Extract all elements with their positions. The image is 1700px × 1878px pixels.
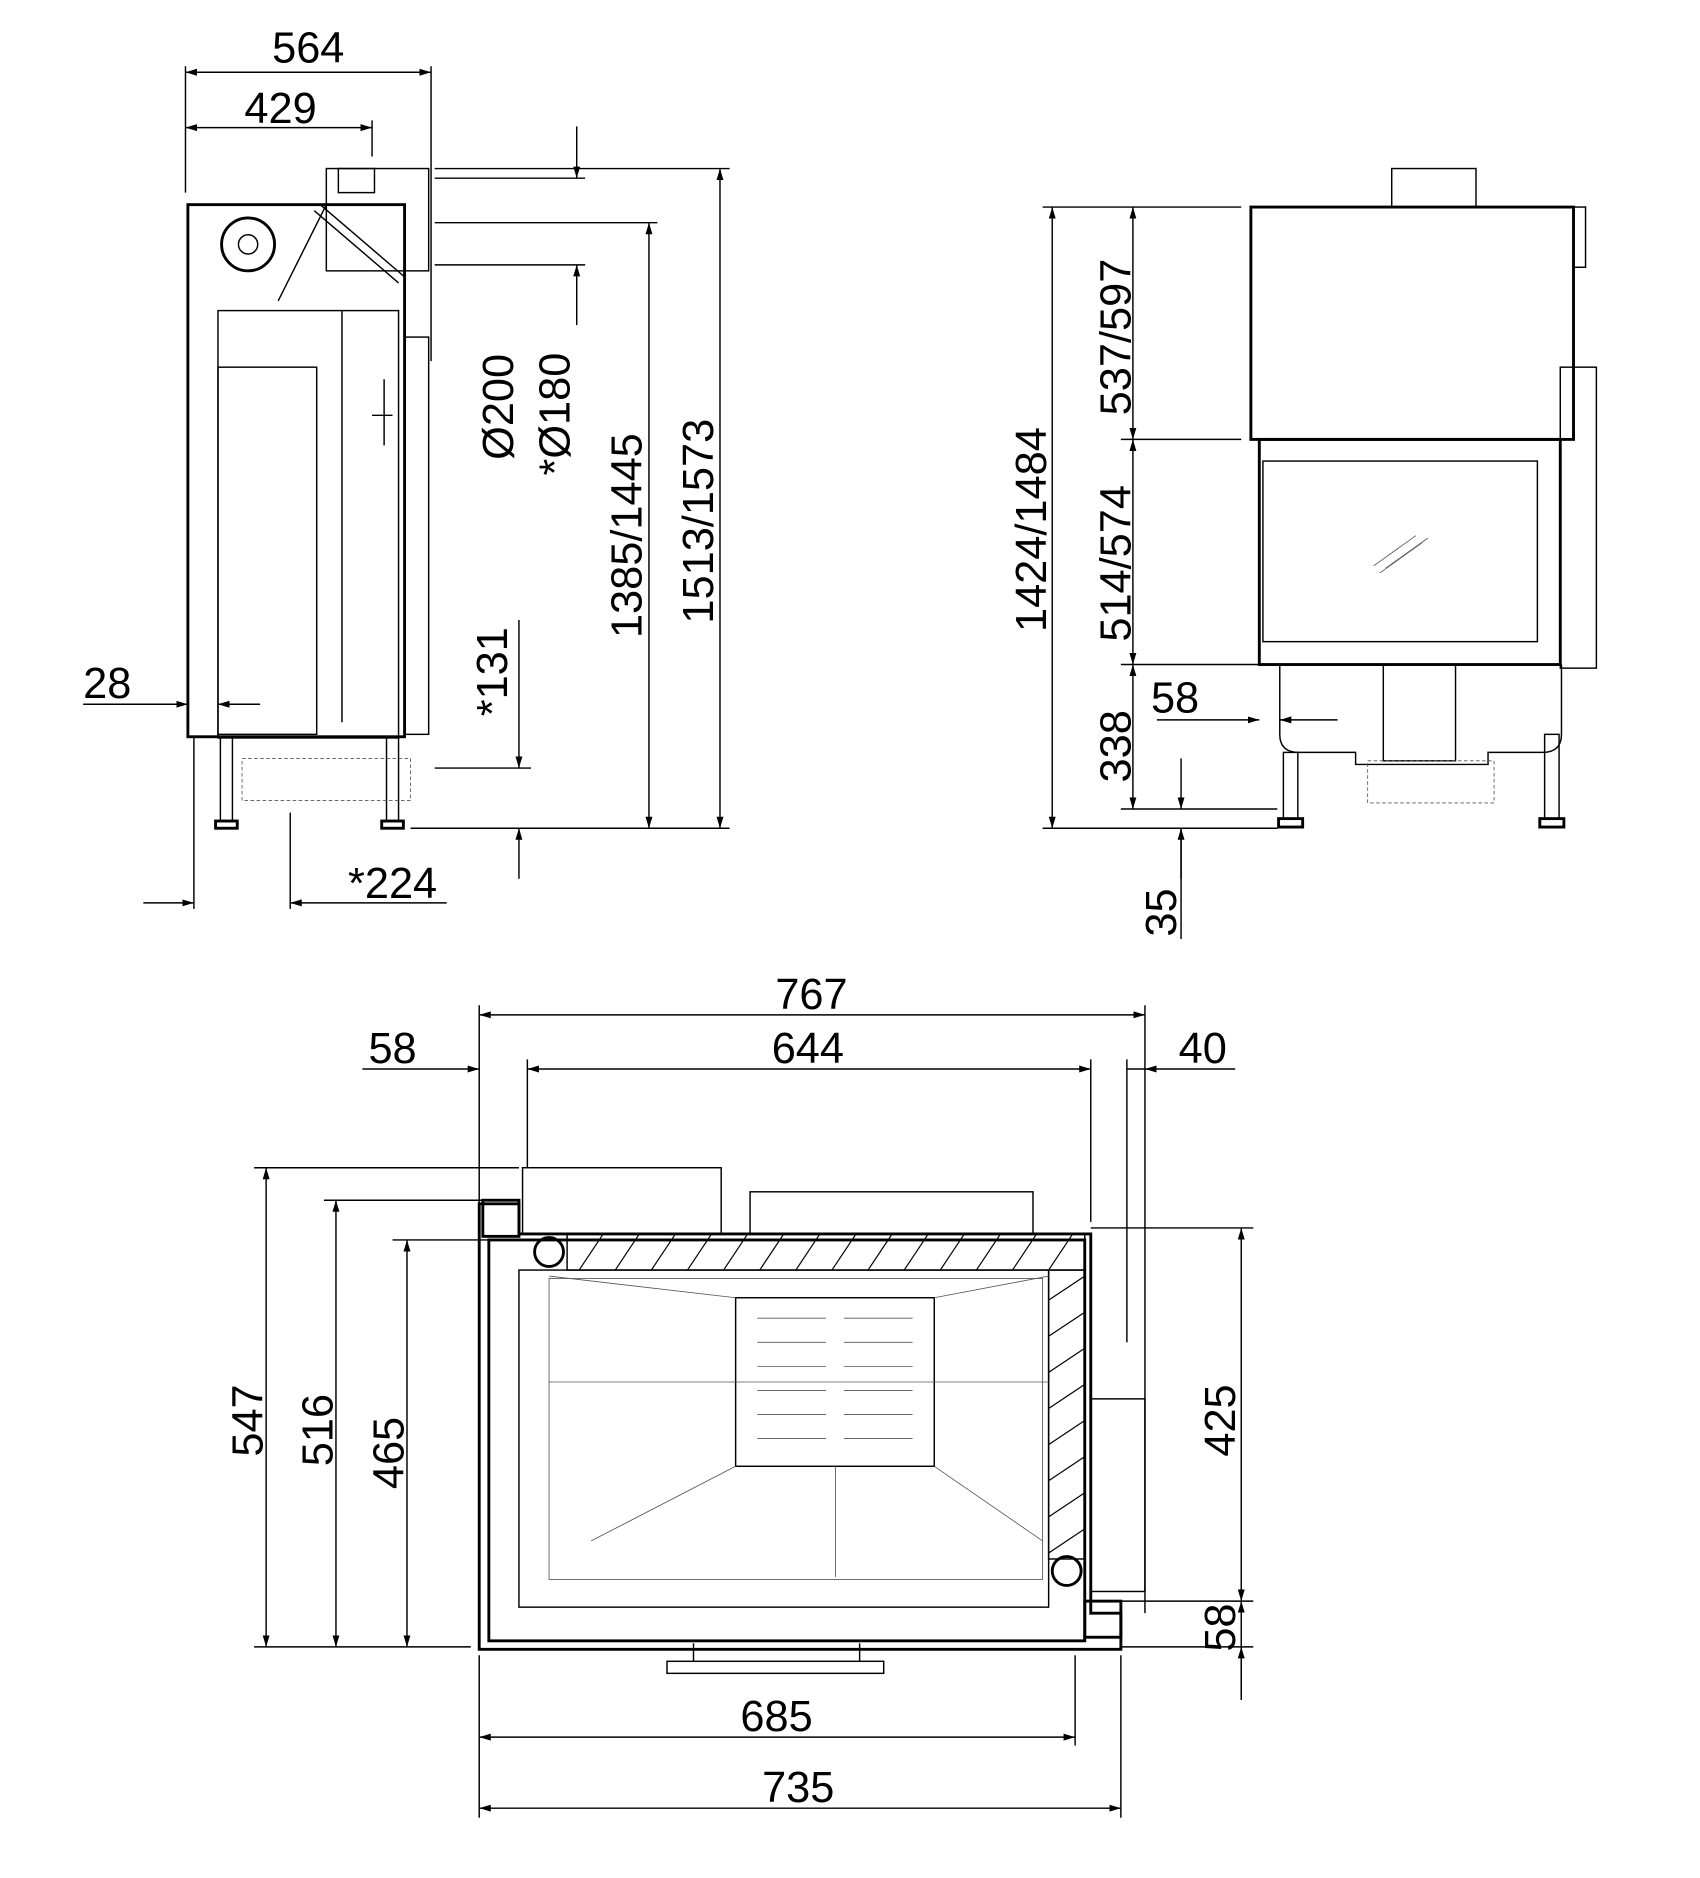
front-view: 1424/1484 537/597 514/574 338 35 58 xyxy=(1008,167,1598,939)
dim-465: 465 xyxy=(365,1417,413,1489)
dim-537-597: 537/597 xyxy=(1092,259,1140,416)
dim-425: 425 xyxy=(1197,1384,1245,1456)
dim-735: 735 xyxy=(762,1764,834,1812)
top-view: 767 644 58 40 xyxy=(225,971,1254,1818)
dim-338: 338 xyxy=(1092,710,1140,782)
hatch-side xyxy=(1048,1275,1086,1554)
hatch-back xyxy=(578,1233,1074,1271)
side-body xyxy=(186,203,407,739)
dim-514-574: 514/574 xyxy=(1092,485,1140,642)
dim-28: 28 xyxy=(83,660,131,708)
dim-58-top-left: 58 xyxy=(368,1025,416,1073)
dim-1513-1573: 1513/1573 xyxy=(675,419,723,624)
dim-516: 516 xyxy=(294,1394,342,1466)
dim-flue-diameter-alt: *Ø180 xyxy=(532,353,580,476)
dim-547: 547 xyxy=(225,1384,273,1456)
dim-564: 564 xyxy=(272,25,344,73)
dim-429: 429 xyxy=(244,85,316,133)
dim-flue-diameter: Ø200 xyxy=(475,354,523,460)
dim-644: 644 xyxy=(772,1025,844,1073)
dim-767: 767 xyxy=(775,971,847,1019)
dim-685: 685 xyxy=(740,1693,812,1741)
dim-224: *224 xyxy=(348,860,437,908)
dim-1424-1484: 1424/1484 xyxy=(1008,427,1056,632)
dim-40: 40 xyxy=(1179,1025,1227,1073)
front-glass xyxy=(1262,460,1539,643)
front-upper-panel xyxy=(1249,205,1575,441)
dim-131: *131 xyxy=(469,627,517,716)
dim-1385-1445: 1385/1445 xyxy=(604,433,652,638)
dim-58-top-right: 58 xyxy=(1197,1603,1245,1651)
side-view: 564 429 Ø200 *Ø180 1385/14 xyxy=(83,25,730,909)
dim-35: 35 xyxy=(1138,888,1186,936)
dim-58-front: 58 xyxy=(1151,675,1199,723)
